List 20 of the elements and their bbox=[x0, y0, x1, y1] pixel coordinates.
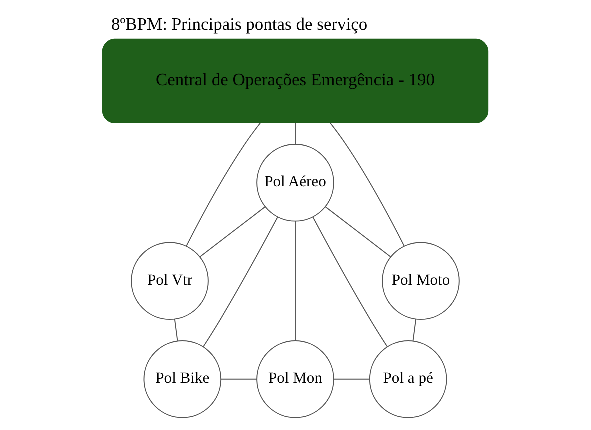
diagram-title: 8ºBPM: Principais pontas de serviço bbox=[111, 14, 368, 34]
node-circle: Pol Moto bbox=[382, 242, 460, 320]
connector bbox=[312, 216, 388, 348]
node-circle: Pol Mon bbox=[256, 340, 334, 418]
connector bbox=[220, 378, 258, 380]
connector bbox=[174, 318, 178, 342]
connector bbox=[200, 206, 266, 258]
connector bbox=[412, 318, 417, 342]
node-circle: Pol Vtr bbox=[131, 242, 209, 320]
node-circle: Pol Aéreo bbox=[256, 144, 334, 222]
connector bbox=[203, 216, 278, 348]
node-circle: Pol a pé bbox=[369, 340, 448, 418]
connector bbox=[295, 122, 296, 145]
connector bbox=[334, 378, 370, 380]
node-box: Central de Operações Emergência - 190 bbox=[102, 38, 489, 124]
connector bbox=[330, 122, 405, 247]
node-circle: Pol Bike bbox=[144, 340, 222, 418]
connector bbox=[295, 220, 296, 342]
connector bbox=[325, 206, 392, 258]
connector bbox=[186, 122, 261, 247]
